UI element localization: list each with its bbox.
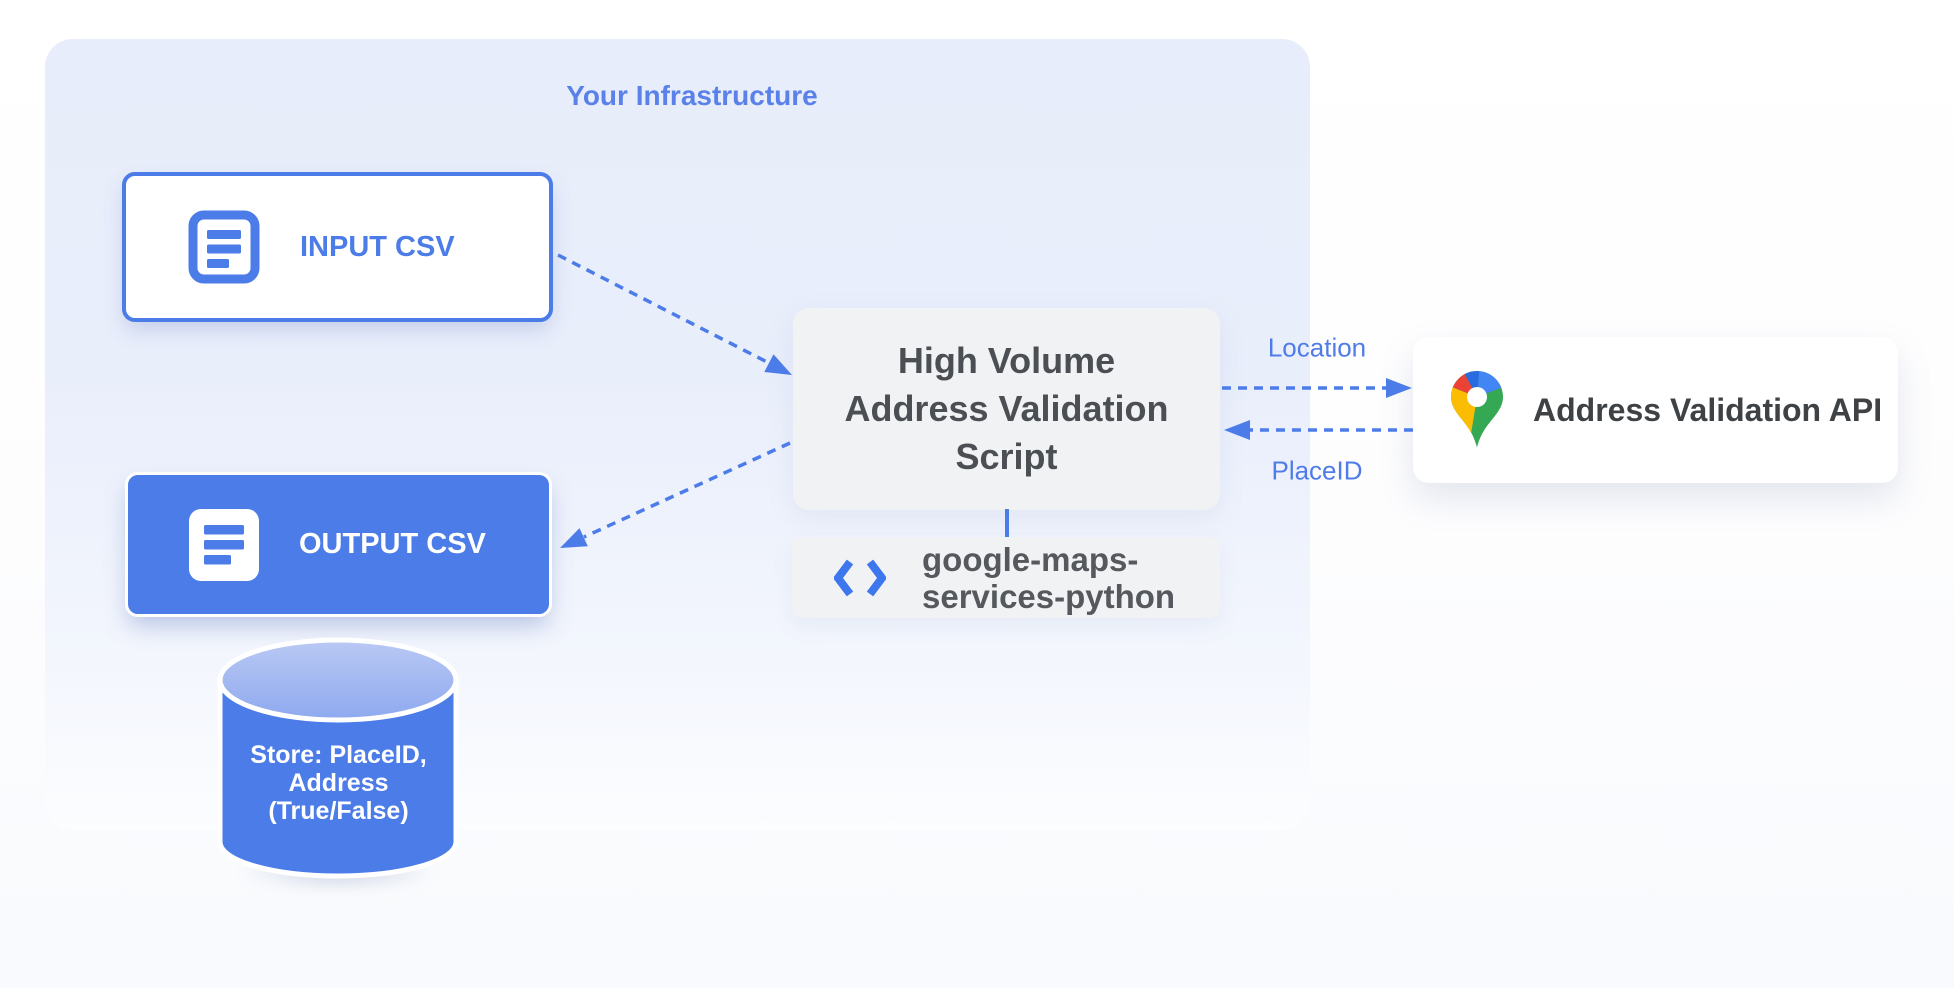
script-node: High Volume Address Validation Script <box>793 308 1220 510</box>
document-icon <box>189 508 259 581</box>
api-node: Address Validation API <box>1413 337 1898 483</box>
api-label: Address Validation API <box>1533 391 1883 428</box>
input-csv-label: INPUT CSV <box>300 230 455 263</box>
google-maps-pin-icon <box>1447 371 1507 449</box>
library-node: google-maps- services-python <box>792 537 1220 618</box>
script-label: High Volume Address Validation Script <box>844 340 1169 477</box>
library-label: google-maps- services-python <box>922 540 1176 615</box>
document-icon <box>188 210 260 284</box>
input-csv-node: INPUT CSV <box>122 172 553 322</box>
infrastructure-title: Your Infrastructure <box>566 80 818 111</box>
datastore-label: Store: PlaceID, Address (True/False) <box>250 741 427 825</box>
code-brackets-icon <box>834 558 886 598</box>
edge-label-location: Location <box>1267 332 1367 363</box>
script-library-connector <box>1005 509 1009 538</box>
datastore-cylinder <box>213 630 463 890</box>
edge-label-placeid: PlaceID <box>1271 455 1363 486</box>
arrowhead-into-api <box>1386 378 1412 398</box>
output-csv-label: OUTPUT CSV <box>299 528 486 560</box>
output-csv-node: OUTPUT CSV <box>125 472 552 617</box>
